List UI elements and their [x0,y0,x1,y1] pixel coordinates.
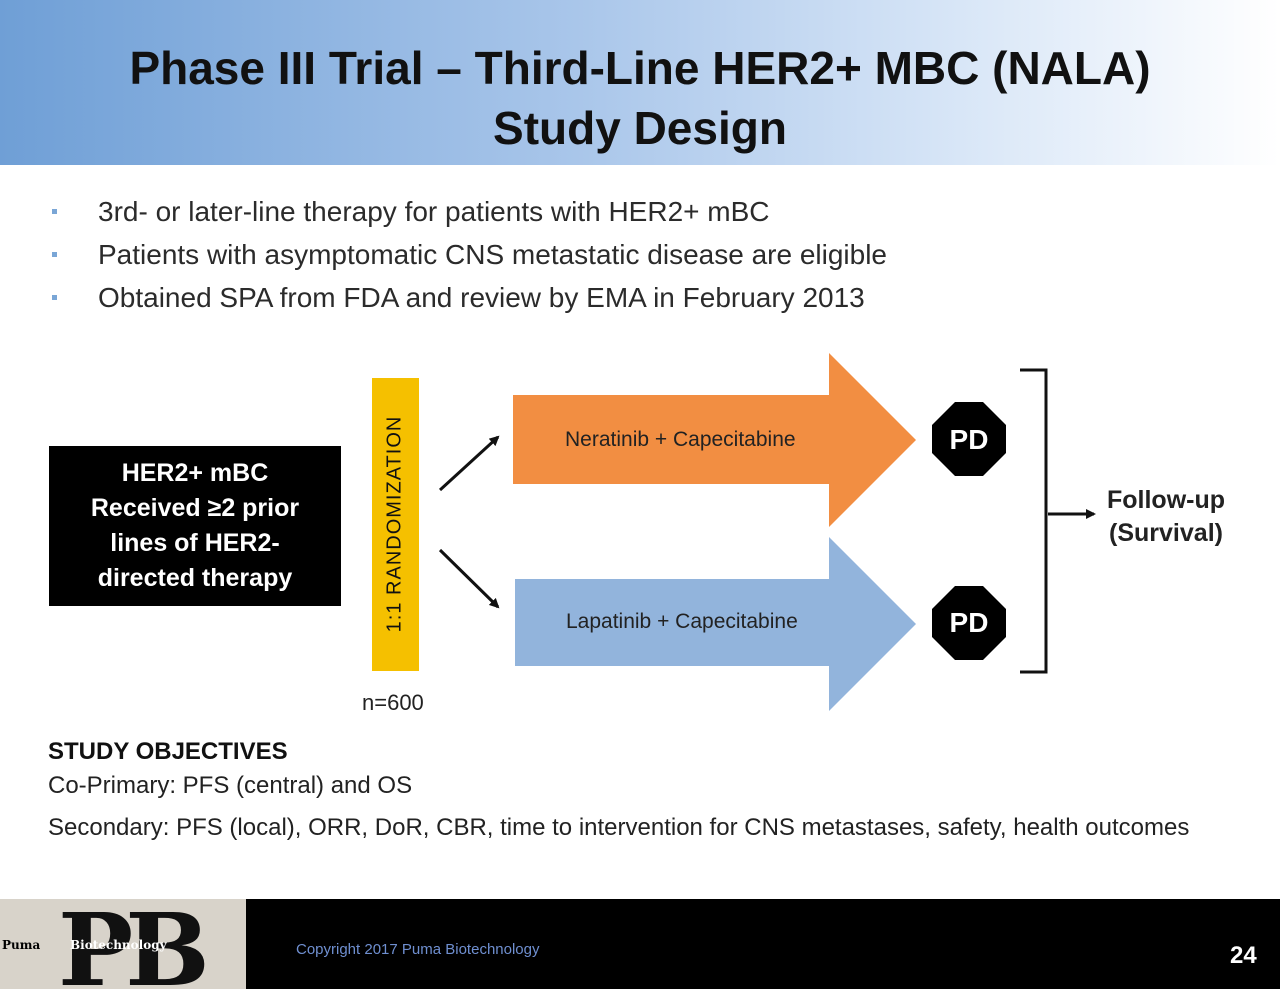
arm1-arrow [513,353,916,527]
company-logo: PB Puma Biotechnology [0,899,246,989]
bullet-icon [52,209,57,214]
study-objectives: STUDY OBJECTIVES Co-Primary: PFS (centra… [48,735,1228,845]
title-line-2: Study Design [493,102,787,154]
arm2-label: Lapatinib + Capecitabine [566,610,798,633]
arrow-to-arm1 [438,435,500,492]
bullet-list: 3rd- or later-line therapy for patients … [48,192,887,321]
copyright-text: Copyright 2017 Puma Biotechnology [296,941,540,958]
arrow-to-arm2 [438,548,500,609]
population-line: directed therapy [97,564,293,592]
pd-stop-icon [932,402,1006,476]
followup-bracket [1020,368,1048,674]
title-line-1: Phase III Trial – Third-Line HER2+ MBC (… [129,42,1151,94]
primary-objective: Co-Primary: PFS (central) and OS [48,772,413,799]
bullet-text: 3rd- or later-line therapy for patients … [98,196,770,227]
secondary-objective: Secondary: PFS (local), ORR, DoR, CBR, t… [48,814,1190,841]
arm1-label: Neratinib + Capecitabine [565,428,796,451]
bullet-text: Obtained SPA from FDA and review by EMA … [98,282,865,313]
pd1-label: PD [949,424,989,455]
bullet-text: Patients with asymptomatic CNS metastati… [98,239,888,270]
population-line: Received ≥2 prior [90,494,300,522]
page-number: 24 [1230,942,1257,969]
population-box: HER2+ mBC Received ≥2 prior lines of HER… [49,446,341,606]
randomization-label: 1:1 RANDOMIZATION [383,415,406,633]
bullet-item: Obtained SPA from FDA and review by EMA … [48,278,887,321]
followup-line-2: (Survival) [1109,519,1223,547]
pd-stop-icon [932,586,1006,660]
bullet-icon [52,295,57,300]
pd2-label: PD [949,607,989,638]
followup-label: Follow-up (Survival) [1086,484,1246,550]
bullet-item: 3rd- or later-line therapy for patients … [48,192,887,235]
followup-line-1: Follow-up [1106,486,1226,514]
logo-biotech-text: Biotechnology [70,938,167,952]
population-line: lines of HER2- [110,529,280,557]
title-banner [0,0,1280,165]
population-line: HER2+ mBC [121,459,269,487]
slide-title: Phase III Trial – Third-Line HER2+ MBC (… [0,38,1280,158]
bullet-item: Patients with asymptomatic CNS metastati… [48,235,887,278]
objectives-title: STUDY OBJECTIVES [48,738,288,765]
randomization-bar [372,378,419,671]
logo-puma-text: Puma [0,938,43,952]
logo-letters: PB [58,899,210,989]
sample-size-label: n=600 [362,690,424,715]
bullet-icon [52,252,57,257]
arm2-arrow [515,537,916,711]
